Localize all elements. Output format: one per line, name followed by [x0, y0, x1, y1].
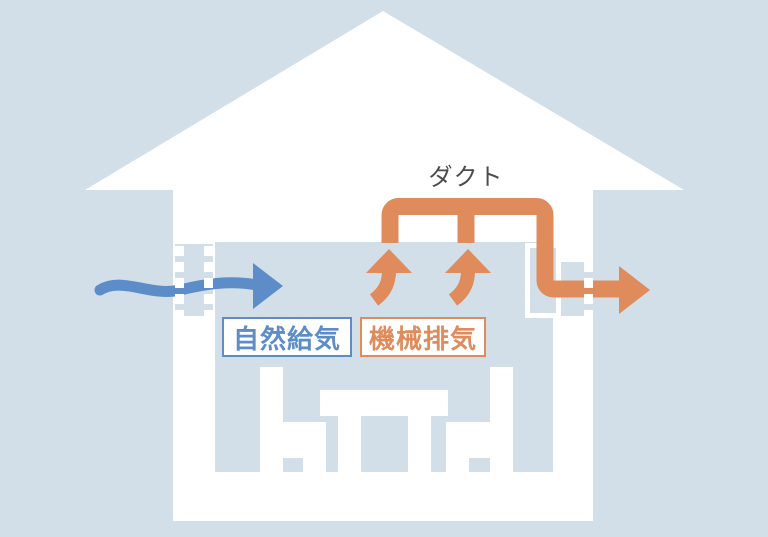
right-chair-seat: [446, 422, 490, 458]
natural-supply-label: 自然給気: [222, 317, 352, 357]
exhaust-up-arrow-left: [366, 249, 412, 306]
supply-airflow-arrow-shaft: [94, 277, 263, 297]
duct-main-run: [381, 198, 621, 298]
house-roof: [85, 11, 684, 190]
duct-label: ダクト: [428, 163, 504, 191]
left-chair-seat: [283, 422, 326, 458]
furniture-silhouette: [260, 367, 513, 472]
exhaust-outlet-arrow-head: [619, 266, 650, 314]
left-chair-back: [260, 367, 283, 472]
duct-pipe: [381, 198, 621, 298]
table-top: [320, 390, 448, 416]
supply-airflow-arrow-head: [253, 263, 283, 309]
table-leg-left: [338, 416, 361, 472]
left-chair-leg: [303, 458, 326, 472]
left-vent-grille-icon: [175, 246, 213, 316]
exhaust-up-arrow-right: [445, 249, 491, 306]
right-chair-back: [490, 367, 513, 472]
table-leg-right: [408, 416, 431, 472]
mechanical-exhaust-label: 機械排気: [360, 317, 486, 357]
right-chair-leg: [446, 458, 469, 472]
